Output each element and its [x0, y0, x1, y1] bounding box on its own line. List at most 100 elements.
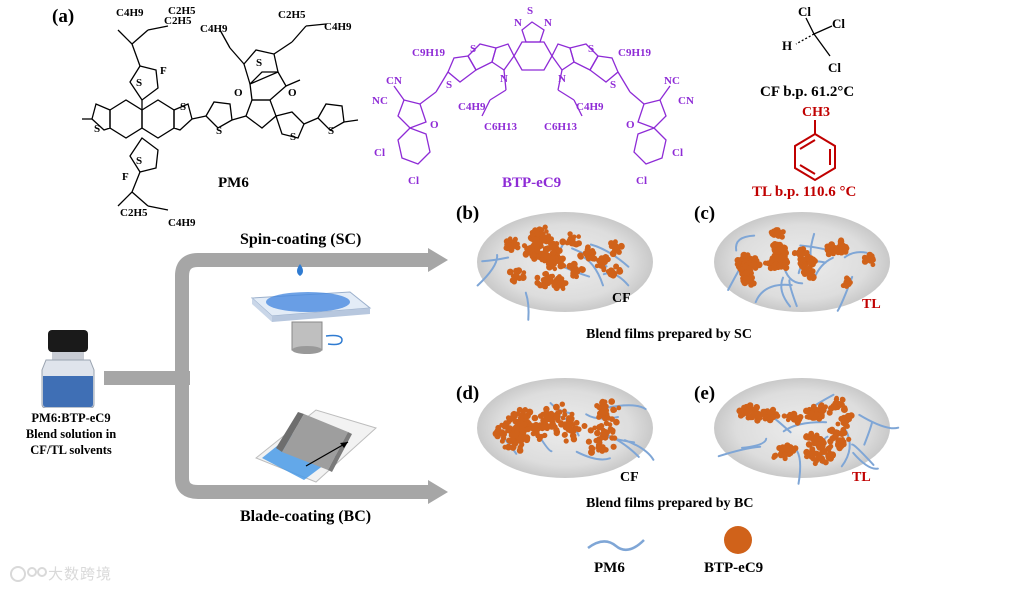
legend-btp-label: BTP-eC9	[704, 560, 764, 576]
btp-ec9-label: BTP-eC9	[502, 175, 562, 191]
pm6-s-end: S	[328, 125, 334, 137]
btp-s-right: S	[588, 43, 594, 55]
btp-aggregate	[861, 251, 876, 268]
blade-coater-icon	[255, 409, 377, 483]
btp-ec9-structure: S N N N N S S S S C9H19 C9H19 C4H9 C4H9 …	[372, 5, 694, 187]
panel-e-label: (e)	[694, 383, 716, 404]
btp-aggregate	[800, 266, 817, 282]
btp-aggregate	[528, 247, 546, 263]
btp-aggregate	[746, 404, 768, 424]
panel-e-solvent: TL	[852, 470, 871, 485]
btp-aggregate	[781, 410, 804, 426]
tl-ch3: CH3	[802, 105, 830, 120]
btp-aggregate	[589, 253, 611, 271]
panel-c-label: (c)	[694, 203, 716, 224]
sc-films-caption: Blend films prepared by SC	[586, 327, 752, 342]
btp-c9h19-left: C9H19	[412, 47, 446, 59]
watermark: 大数跨境	[8, 562, 112, 584]
pm6-c2h5-top: C2H5	[164, 15, 192, 27]
btp-s-core: S	[527, 5, 533, 17]
pm6-fiber	[780, 276, 792, 308]
pm6-s-bdt-right: S	[180, 101, 186, 113]
pm6-fiber	[735, 234, 756, 252]
pm6-f-bottom: F	[122, 171, 129, 183]
btp-aggregate	[740, 274, 757, 288]
btp-aggregate	[797, 256, 814, 272]
panel-b-label: (b)	[456, 203, 480, 224]
pm6-fiber	[852, 451, 879, 470]
chloroform-structure: Cl Cl Cl H	[782, 4, 845, 75]
btp-aggregate	[506, 267, 527, 285]
droplet-icon	[297, 264, 303, 276]
btp-aggregate	[829, 431, 852, 452]
pm6-c2h5-bdd-right: C2H5	[278, 9, 306, 21]
watermark-logo-icon	[10, 566, 47, 582]
vial-icon	[41, 330, 95, 408]
pm6-f-top: F	[160, 65, 167, 77]
blade-coating-label: Blade-coating (BC)	[240, 508, 372, 525]
btp-nc-left: NC	[372, 95, 388, 107]
pm6-fiber	[851, 443, 875, 466]
btp-cn-left: CN	[386, 75, 402, 87]
btp-aggregate	[537, 401, 575, 430]
pm6-s-bdt-left: S	[94, 123, 100, 135]
pm6-c4h9-top: C4H9	[116, 7, 144, 19]
spin-coater-icon	[250, 264, 372, 354]
pm6-s-bottom: S	[136, 155, 142, 167]
panel-c-solvent: TL	[862, 297, 881, 312]
btp-aggregate	[803, 446, 823, 467]
btp-aggregate	[608, 239, 625, 258]
btp-aggregate	[773, 244, 789, 260]
btp-aggregate	[840, 275, 853, 289]
pm6-o-right: O	[288, 87, 297, 99]
btp-cl-left-1: Cl	[374, 147, 385, 159]
pm6-c4h9-bdd: C4H9	[200, 23, 228, 35]
btp-aggregate	[559, 231, 583, 248]
spin-coating-label: Spin-coating (SC)	[240, 231, 362, 248]
btp-aggregate	[835, 412, 855, 430]
film-b-ellipse	[477, 212, 653, 312]
btp-aggregate	[594, 398, 622, 429]
btp-aggregate	[808, 408, 825, 422]
btp-c4h9-right: C4H9	[576, 101, 604, 113]
pm6-fiber	[754, 283, 793, 304]
pm6-fiber	[589, 243, 630, 268]
legend-pm6-fiber	[587, 539, 645, 552]
pm6-fiber	[858, 413, 900, 430]
pm6-s-bdd: S	[256, 57, 262, 69]
pm6-s-spacer: S	[216, 125, 222, 137]
btp-c6h13-left: C6H13	[484, 121, 518, 133]
btp-n-right: N	[558, 73, 566, 85]
toluene-structure: CH3	[794, 105, 836, 182]
btp-aggregate	[768, 227, 786, 240]
btp-s-left: S	[470, 43, 476, 55]
pm6-fiber	[603, 404, 647, 411]
vial-caption: PM6:BTP-eC9 Blend solution in CF/TL solv…	[25, 411, 117, 457]
btp-aggregate	[740, 262, 754, 276]
panel-d-label: (d)	[456, 383, 480, 404]
btp-nc-right: NC	[664, 75, 680, 87]
btp-aggregate	[506, 408, 539, 439]
btp-cl-right-1: Cl	[672, 147, 683, 159]
cf-cl-top: Cl	[798, 4, 811, 19]
btp-aggregate	[601, 263, 624, 279]
btp-aggregate	[549, 274, 569, 292]
pm6-fiber	[741, 437, 768, 449]
cf-cl-bottom: Cl	[828, 60, 841, 75]
btp-aggregate	[529, 224, 551, 243]
tl-boiling-point: TL b.p. 110.6 °C	[752, 184, 857, 200]
btp-s-right-outer: S	[610, 79, 616, 91]
cf-boiling-point: CF b.p. 61.2°C	[760, 84, 855, 100]
btp-aggregate	[769, 255, 788, 269]
btp-aggregate	[771, 444, 792, 462]
btp-s-left-outer: S	[446, 79, 452, 91]
cf-h: H	[782, 38, 792, 53]
pm6-fiber	[782, 421, 828, 433]
blade-direction-arrow-icon	[340, 442, 348, 448]
btp-aggregate	[503, 236, 521, 253]
rotation-arrow-icon	[325, 334, 343, 346]
legend-pm6-label: PM6	[594, 560, 625, 576]
pm6-fiber	[717, 445, 762, 458]
panel-d-solvent: CF	[620, 470, 639, 485]
btp-cl-right-2: Cl	[636, 175, 647, 187]
